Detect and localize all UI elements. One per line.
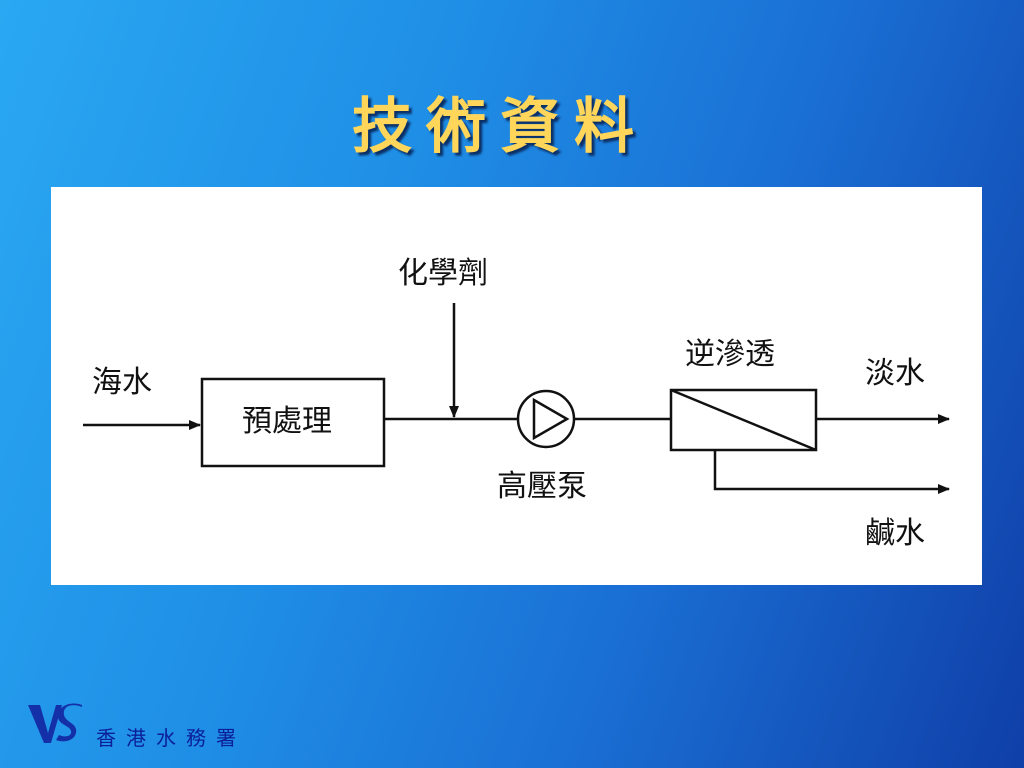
high-pressure-pump-label: 高壓泵 xyxy=(497,469,587,504)
organization-name: 香港水務署 xyxy=(96,726,246,750)
process-diagram-panel: 海水 預處理 化學劑 高壓泵 逆滲透 淡水 鹹水 xyxy=(51,187,982,585)
pump-triangle-icon xyxy=(532,397,570,441)
reverse-osmosis-label: 逆滲透 xyxy=(685,337,775,372)
fresh-water-label: 淡水 xyxy=(865,356,925,391)
pretreatment-label: 預處理 xyxy=(242,404,332,439)
chemical-label: 化學劑 xyxy=(398,256,488,291)
pretreatment-box xyxy=(200,377,386,468)
slide-title: 技術資料 xyxy=(352,92,648,162)
process-diagram xyxy=(83,303,950,494)
wsd-logo-icon xyxy=(28,703,82,743)
seawater-label: 海水 xyxy=(92,365,152,400)
brine-label: 鹹水 xyxy=(865,516,925,551)
brine-output-pipe xyxy=(713,450,950,494)
ro-membrane-diagonal xyxy=(670,388,817,452)
